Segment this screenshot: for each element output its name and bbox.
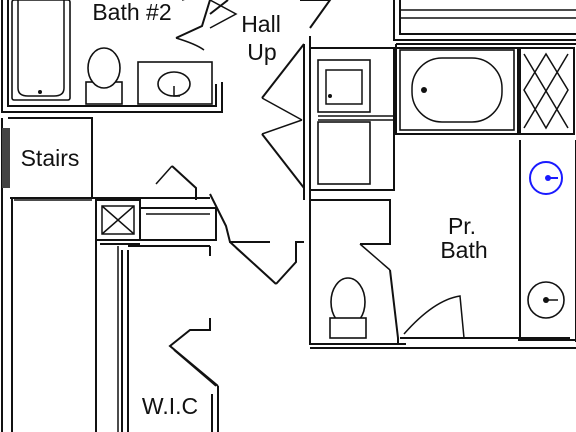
laundry-area <box>310 47 395 191</box>
sink-vanity <box>137 61 213 105</box>
bath-2-label: Bath #2 <box>92 0 171 25</box>
dryer <box>317 121 371 185</box>
sink-lower <box>527 281 565 319</box>
stairs <box>1 117 210 432</box>
stairs-label: Stairs <box>21 145 80 171</box>
hall-label: Hall <box>241 11 281 37</box>
primary-bath <box>309 0 576 349</box>
primary-bath-label-line1: Pr. <box>448 213 476 239</box>
wic-label: W.I.C <box>142 393 198 419</box>
primary-bath-label-line2: Bath <box>440 237 487 263</box>
shower <box>519 47 575 135</box>
hall-area <box>155 0 332 285</box>
toilet-primary <box>329 277 367 339</box>
walk-in-closet <box>100 243 219 432</box>
bathtub <box>11 0 71 101</box>
toilet <box>85 47 123 105</box>
bath-2-room <box>1 0 238 113</box>
up-label: Up <box>247 39 276 65</box>
sink-blue <box>529 161 563 195</box>
soaking-tub <box>399 49 515 131</box>
linen-closet <box>95 199 217 241</box>
